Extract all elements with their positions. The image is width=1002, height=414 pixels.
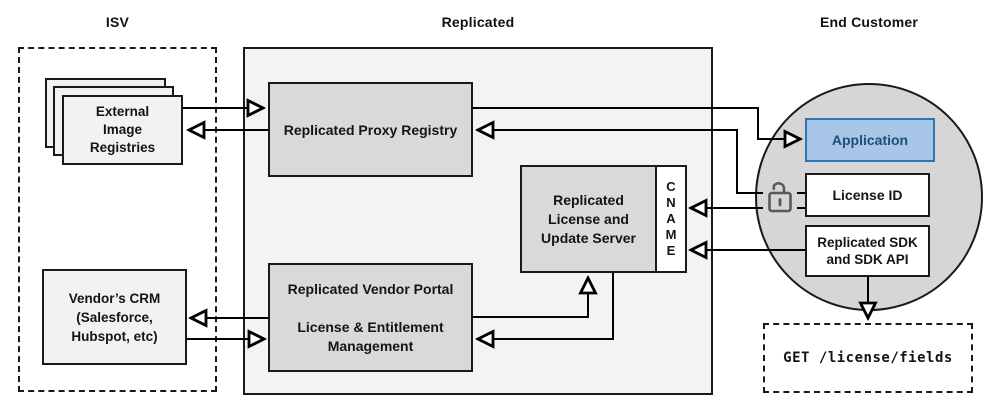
external-image-registries-node: External Image Registries (62, 95, 183, 165)
unlock-icon (763, 182, 797, 215)
vendors-crm-node: Vendor’s CRM (Salesforce, Hubspot, etc) (42, 269, 187, 365)
isv-region-label: ISV (105, 14, 130, 30)
replicated-sdk-node: Replicated SDK and SDK API (805, 225, 930, 277)
replicated-proxy-registry-node: Replicated Proxy Registry (268, 82, 473, 177)
replicated-region-label: Replicated (441, 14, 515, 30)
isv-region-box (18, 47, 217, 392)
get-license-fields-endpoint: GET /license/fields (763, 323, 973, 393)
end-customer-region-label: End Customer (819, 14, 919, 30)
license-update-server-node: Replicated License and Update Server (520, 165, 655, 273)
replicated-vendor-portal-node: Replicated Vendor Portal License & Entit… (268, 263, 473, 372)
cname-strip: C N A M E (655, 165, 687, 273)
license-id-node: License ID (805, 173, 930, 217)
application-node: Application (805, 118, 935, 162)
